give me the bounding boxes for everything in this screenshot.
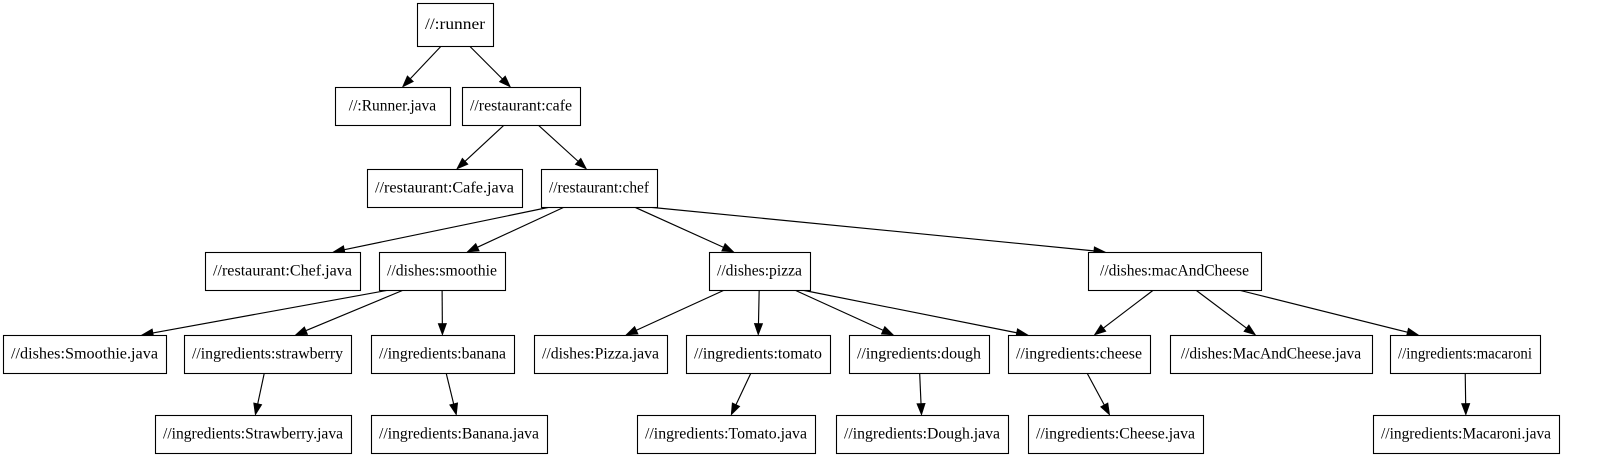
node-box xyxy=(366,168,524,209)
graph-node-chef-java[interactable]: //restaurant:Chef.java xyxy=(204,251,362,292)
node-box xyxy=(183,334,353,375)
node-box xyxy=(1372,414,1561,455)
graph-node-strawberry-java[interactable]: //ingredients:Strawberry.java xyxy=(154,414,353,455)
node-box xyxy=(416,2,495,48)
graph-node-dishes-smoothie[interactable]: //dishes:smoothie xyxy=(378,251,507,292)
graph-edge xyxy=(1461,372,1471,416)
node-label: //ingredients:dough xyxy=(857,346,981,363)
graph-edge xyxy=(1093,289,1154,336)
node-label: //restaurant:cafe xyxy=(470,98,572,115)
graph-edge xyxy=(140,289,390,338)
node-box xyxy=(1087,251,1263,292)
graph-node-runner[interactable]: //:runner xyxy=(416,2,495,48)
node-label: //ingredients:cheese xyxy=(1016,346,1142,363)
graph-node-ing-banana[interactable]: //ingredients:banana xyxy=(370,334,516,375)
node-label: //dishes:pizza xyxy=(717,263,802,280)
graph-edge xyxy=(1195,289,1257,336)
node-box xyxy=(1169,334,1374,375)
node-label: //ingredients:Tomato.java xyxy=(645,426,807,443)
graph-node-restaurant-cafe[interactable]: //restaurant:cafe xyxy=(461,86,582,127)
graph-edge xyxy=(437,289,447,336)
node-label: //restaurant:chef xyxy=(549,180,650,197)
node-label: //ingredients:tomato xyxy=(694,346,822,363)
node-label: //ingredients:Cheese.java xyxy=(1036,426,1195,443)
graph-node-macandcheese-java[interactable]: //dishes:MacAndCheese.java xyxy=(1169,334,1374,375)
graph-node-cafe-java[interactable]: //restaurant:Cafe.java xyxy=(366,168,524,209)
graph-node-dough-java[interactable]: //ingredients:Dough.java xyxy=(835,414,1010,455)
graph-edge xyxy=(801,289,1029,338)
node-label: //ingredients:macaroni xyxy=(1398,346,1533,363)
node-box xyxy=(1027,414,1205,455)
graph-node-restaurant-chef[interactable]: //restaurant:chef xyxy=(540,168,659,209)
graph-node-runner-java[interactable]: //:Runner.java xyxy=(334,86,452,127)
node-label: //ingredients:strawberry xyxy=(192,346,343,363)
node-label: //ingredients:Strawberry.java xyxy=(163,426,343,443)
graph-edge xyxy=(916,372,926,416)
graph-node-ing-macaroni[interactable]: //ingredients:macaroni xyxy=(1389,334,1542,375)
graph-edge xyxy=(1086,372,1111,416)
nodes-layer: //:runner //:Runner.java //restaurant:cafe… xyxy=(2,2,1561,455)
graph-edge xyxy=(466,206,565,253)
node-box xyxy=(533,334,669,375)
graph-edge xyxy=(456,124,505,170)
graph-edge xyxy=(253,372,265,416)
graph-node-banana-java[interactable]: //ingredients:Banana.java xyxy=(370,414,549,455)
graph-node-macaroni-java[interactable]: //ingredients:Macaroni.java xyxy=(1372,414,1561,455)
graph-edge xyxy=(625,289,725,336)
graph-edge xyxy=(794,289,895,336)
graph-edge xyxy=(730,372,752,416)
node-label: //dishes:MacAndCheese.java xyxy=(1181,346,1361,363)
graph-edge xyxy=(401,45,442,88)
node-box xyxy=(685,334,832,375)
node-label: //ingredients:banana xyxy=(379,346,506,363)
graph-node-dishes-macandchs[interactable]: //dishes:macAndCheese xyxy=(1087,251,1263,292)
graph-edge xyxy=(1238,289,1420,337)
node-label: //dishes:Pizza.java xyxy=(542,346,659,363)
node-label: //restaurant:Cafe.java xyxy=(375,180,514,197)
graph-node-smoothie-java[interactable]: //dishes:Smoothie.java xyxy=(2,334,168,375)
graph-node-ing-dough[interactable]: //ingredients:dough xyxy=(848,334,991,375)
graph-edge xyxy=(634,206,735,253)
node-label: //ingredients:Dough.java xyxy=(844,426,1000,443)
graph-edge xyxy=(445,372,459,416)
graph-edge xyxy=(753,289,764,336)
node-label: //ingredients:Banana.java xyxy=(379,426,539,443)
node-label: //dishes:Smoothie.java xyxy=(11,346,158,363)
graph-node-ing-cheese[interactable]: //ingredients:cheese xyxy=(1007,334,1152,375)
node-box xyxy=(461,86,582,127)
node-box xyxy=(708,251,812,292)
node-box xyxy=(2,334,168,375)
node-box xyxy=(540,168,659,209)
node-label: //restaurant:Chef.java xyxy=(213,263,352,280)
node-box xyxy=(154,414,353,455)
node-box xyxy=(204,251,362,292)
graph-node-ing-strawberry[interactable]: //ingredients:strawberry xyxy=(183,334,353,375)
node-label: //:Runner.java xyxy=(349,98,437,115)
node-box xyxy=(848,334,991,375)
graph-edge xyxy=(294,289,404,336)
graph-node-dishes-pizza[interactable]: //dishes:pizza xyxy=(708,251,812,292)
node-label: //dishes:smoothie xyxy=(387,263,497,280)
node-label: //dishes:macAndCheese xyxy=(1100,263,1249,280)
node-box xyxy=(334,86,452,127)
graph-node-pizza-java[interactable]: //dishes:Pizza.java xyxy=(533,334,669,375)
node-label: //ingredients:Macaroni.java xyxy=(1381,426,1551,443)
graph-edge xyxy=(332,206,551,255)
graph-edge xyxy=(647,206,1107,256)
node-box xyxy=(370,414,549,455)
graph-node-cheese-java[interactable]: //ingredients:Cheese.java xyxy=(1027,414,1205,455)
graph-node-ing-tomato[interactable]: //ingredients:tomato xyxy=(685,334,832,375)
graph-edge xyxy=(537,124,588,170)
node-box xyxy=(1389,334,1542,375)
node-box xyxy=(370,334,516,375)
node-box xyxy=(378,251,507,292)
node-box xyxy=(1007,334,1152,375)
graph-node-tomato-java[interactable]: //ingredients:Tomato.java xyxy=(636,414,817,455)
graph-edge xyxy=(469,45,512,88)
node-box xyxy=(636,414,817,455)
node-label: //:runner xyxy=(425,16,486,33)
node-box xyxy=(835,414,1010,455)
